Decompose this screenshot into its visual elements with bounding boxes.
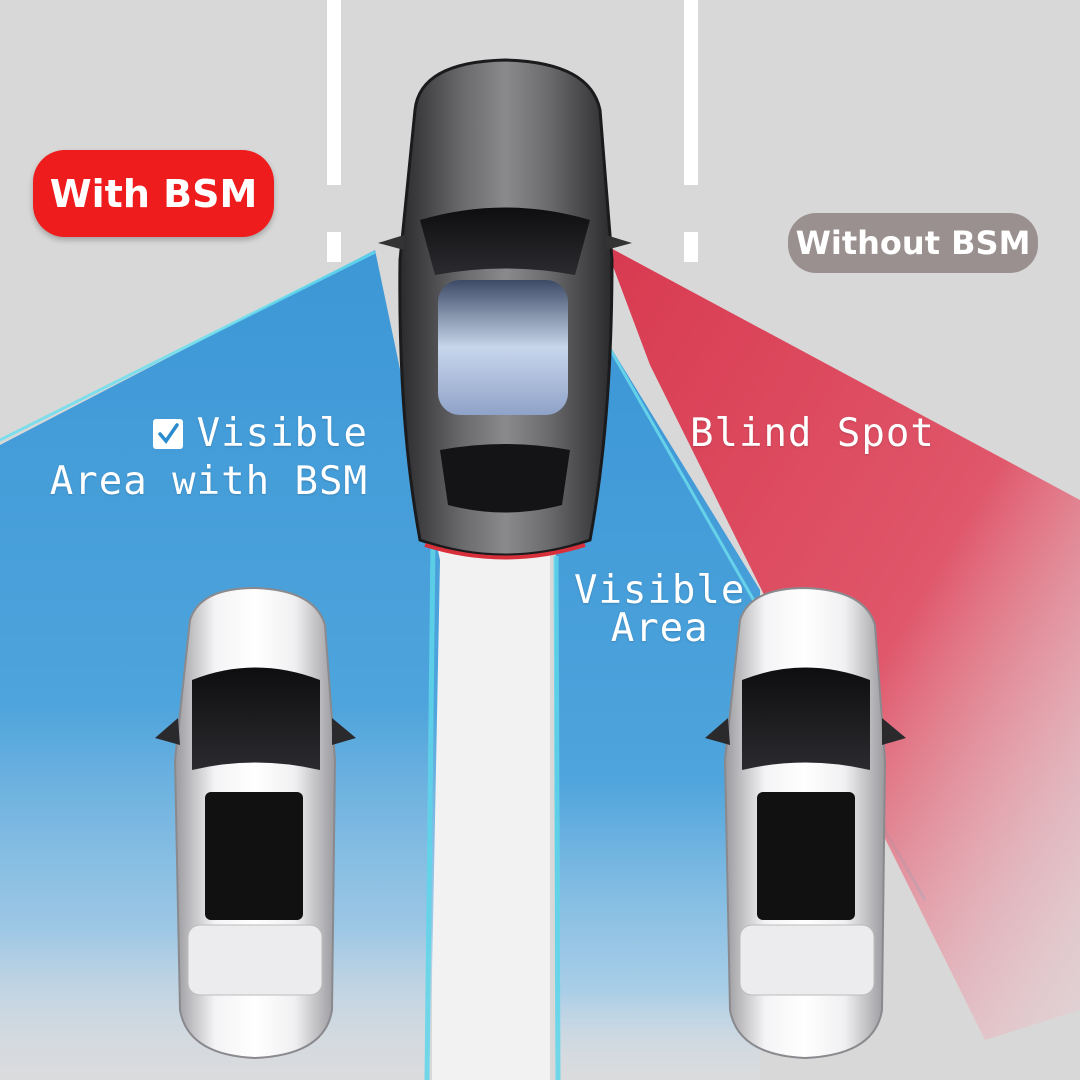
without-bsm-badge: Without BSM [788, 213, 1038, 273]
right-car [705, 586, 906, 1060]
visible-area-with-bsm-line1: Visible [196, 411, 368, 456]
visible-area-line2: Area [610, 606, 709, 651]
blind-spot-label: Blind Spot [690, 411, 935, 456]
visible-area-label: Visible Area [574, 568, 746, 651]
with-bsm-badge: With BSM [33, 150, 274, 237]
left-car [155, 586, 356, 1060]
main-car [378, 58, 632, 560]
visible-zone-right [555, 330, 760, 1080]
checkbox-icon [152, 419, 183, 449]
lane-markings [327, 0, 698, 1080]
visible-area-with-bsm-label: Visible Area with BSM [50, 410, 368, 506]
visible-area-line1: Visible [574, 568, 746, 613]
visible-area-with-bsm-line2: Area with BSM [49, 459, 368, 504]
